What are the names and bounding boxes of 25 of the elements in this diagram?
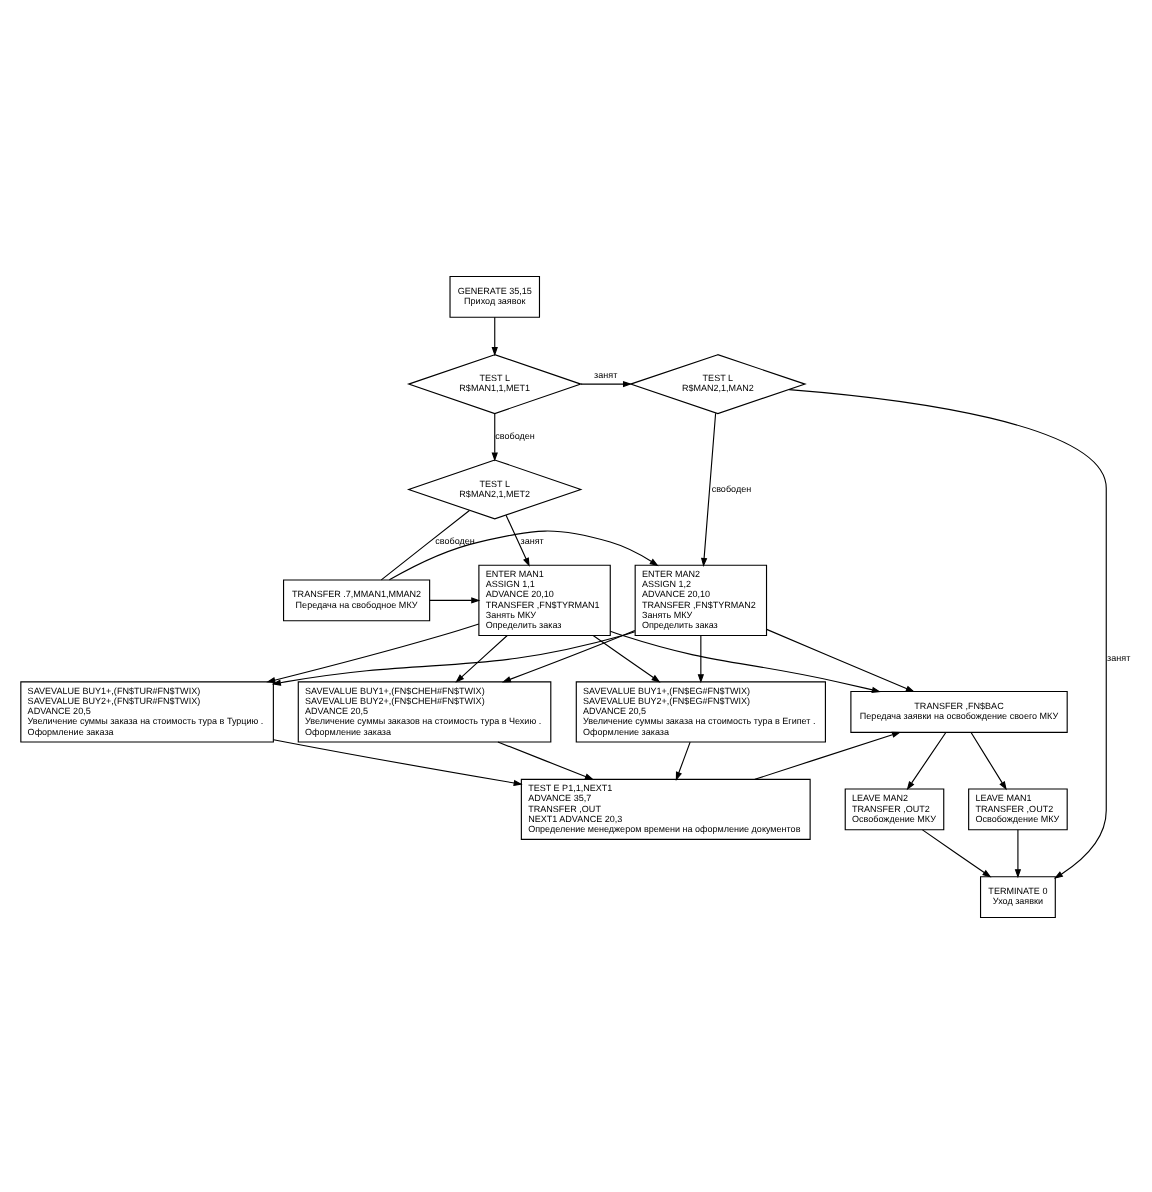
arrow bbox=[766, 627, 915, 692]
arrow bbox=[697, 633, 705, 683]
arrow bbox=[921, 828, 992, 877]
arrow bbox=[271, 630, 636, 685]
arrow bbox=[429, 596, 481, 603]
arrow bbox=[388, 529, 659, 580]
arrow bbox=[491, 412, 498, 461]
arrow bbox=[266, 622, 480, 683]
arrow bbox=[580, 379, 633, 387]
arrow bbox=[970, 731, 1007, 790]
arrow bbox=[1014, 828, 1022, 878]
arrow bbox=[675, 740, 691, 780]
arrow bbox=[700, 411, 717, 566]
arrow bbox=[592, 633, 661, 682]
arrow bbox=[754, 730, 901, 779]
connector bbox=[380, 508, 470, 580]
arrow bbox=[455, 633, 508, 682]
arrow bbox=[505, 513, 530, 566]
arrow bbox=[609, 629, 881, 692]
arrow bbox=[497, 740, 594, 779]
arrow bbox=[273, 738, 523, 786]
arrow bbox=[491, 315, 498, 356]
arrow bbox=[906, 731, 947, 790]
arrow bbox=[501, 628, 636, 682]
arrow bbox=[788, 388, 1107, 878]
